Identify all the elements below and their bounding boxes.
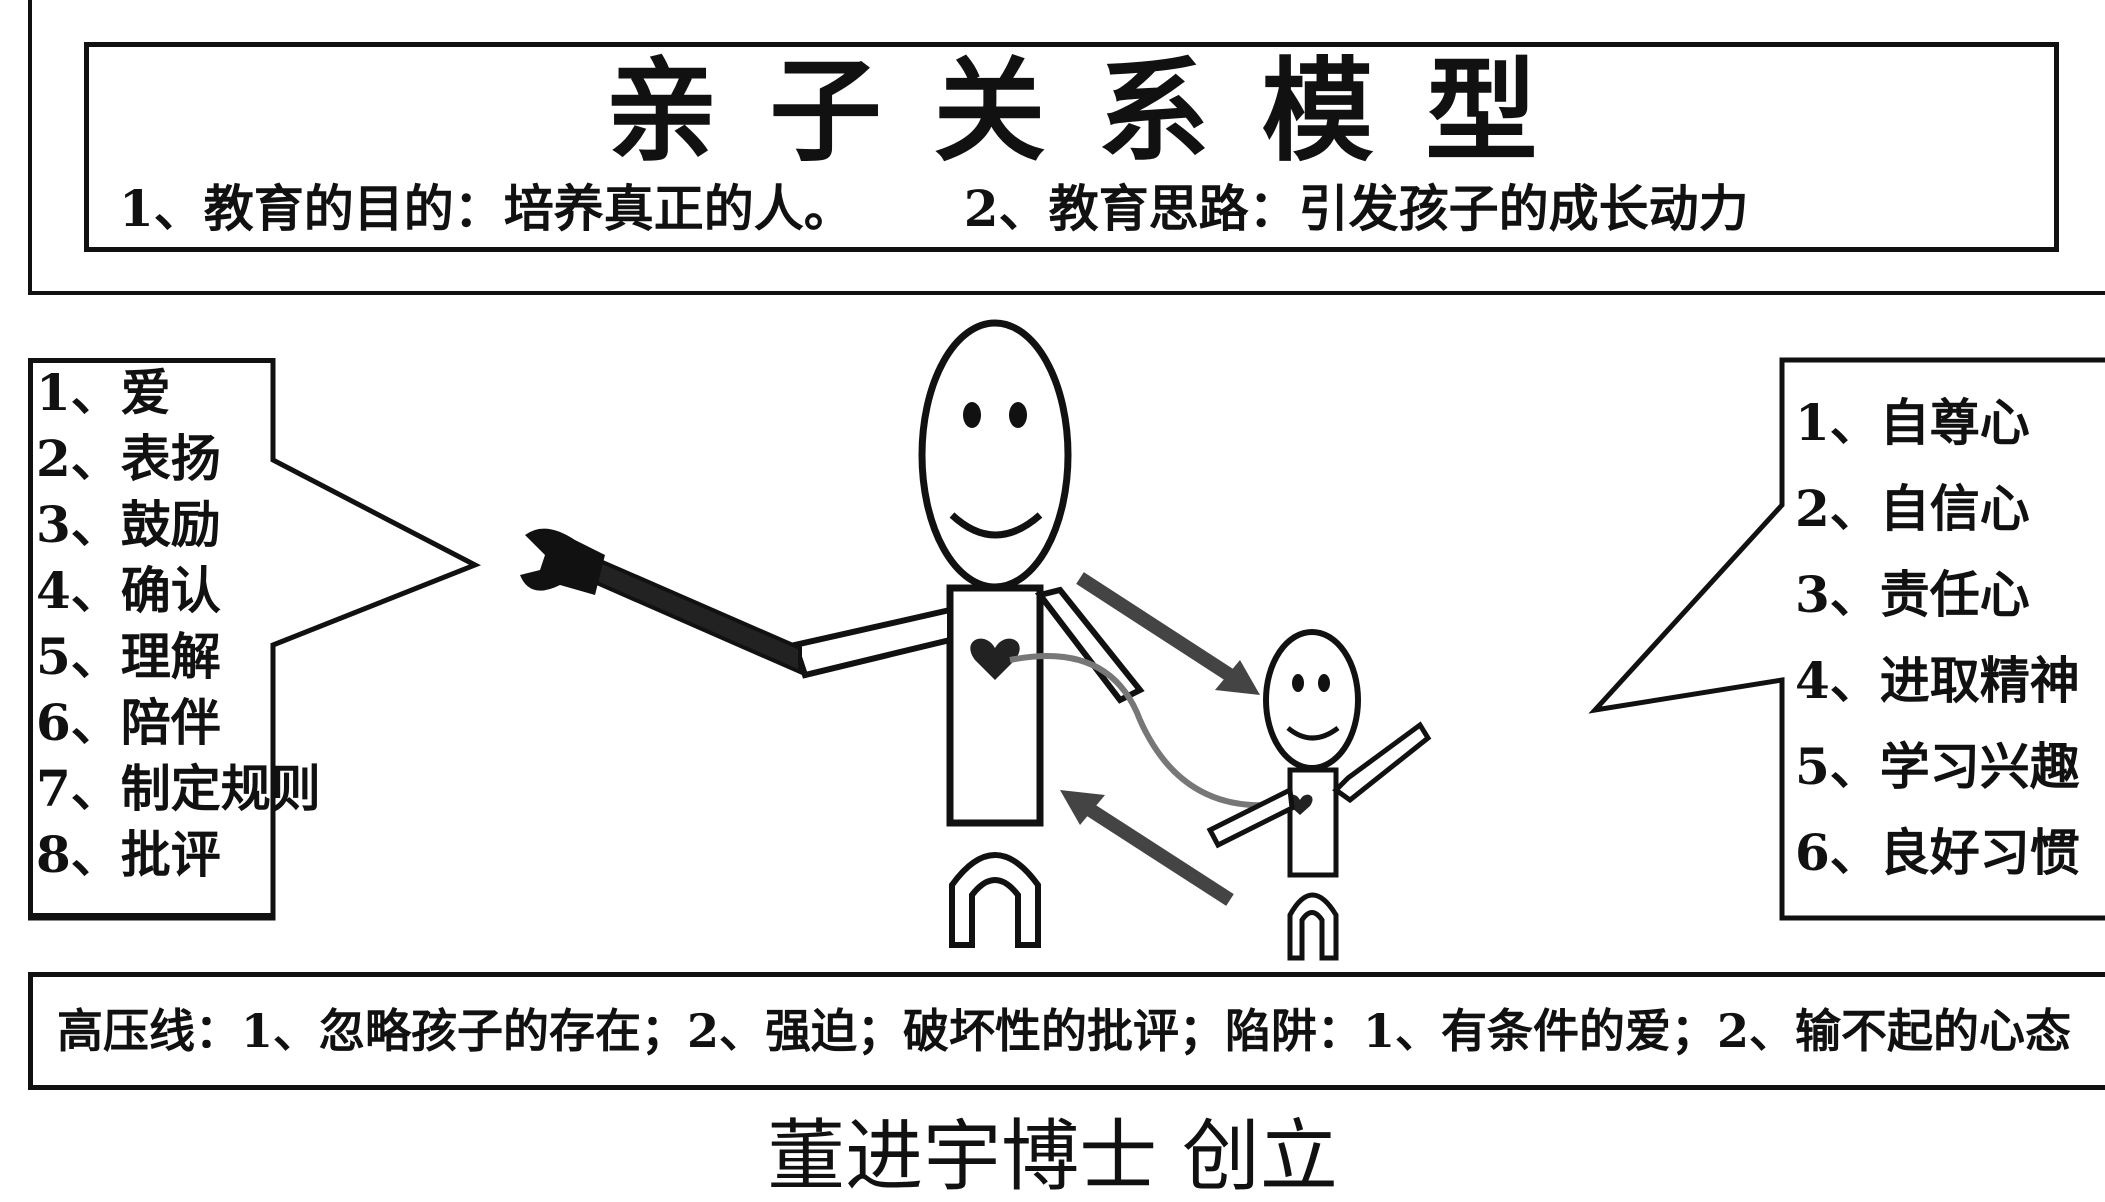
parent-actions-list: 1、爱 2、表扬 3、鼓励 4、确认 5、理解 6、陪伴 7、制定规则 8、批评 [36, 360, 321, 888]
header-frame [28, 0, 2105, 295]
warning-bar: 高压线：1、忽略孩子的存在；2、强迫；破坏性的批评；陷阱：1、有条件的爱；2、输… [28, 972, 2105, 1090]
education-goal: 1、教育的目的：培养真正的人。 [119, 179, 854, 238]
heart-connection-line [1009, 653, 1271, 809]
parent-smile [949, 512, 1043, 539]
parent-legs [949, 852, 1041, 948]
parent-left-arm [791, 606, 953, 679]
child-head [1263, 629, 1361, 771]
parent-eye-right [1009, 402, 1027, 428]
page-title: 亲子关系模型 [605, 46, 1590, 177]
subtitle-row: 1、教育的目的：培养真正的人。 2、教育思路：引发孩子的成长动力 [119, 177, 2049, 241]
arrow-head-to-parent [1060, 790, 1105, 825]
list-item: 7、制定规则 [36, 759, 321, 818]
right-callout-box [1588, 357, 2105, 921]
child-legs [1287, 892, 1339, 961]
heart-icon [970, 638, 1020, 680]
arrow-head-to-child [1215, 660, 1260, 695]
left-callout-pointer [28, 358, 482, 921]
child-body [1287, 767, 1339, 878]
credit-line: 董进宇博士 创立 [767, 1112, 1338, 1202]
education-approach: 2、教育思路：引发孩子的成长动力 [963, 179, 1749, 238]
header-box: 亲子关系模型 1、教育的目的：培养真正的人。 2、教育思路：引发孩子的成长动力 [84, 42, 2059, 252]
arrow-to-child [1076, 572, 1249, 691]
arrow-to-parent [1071, 794, 1234, 906]
list-item: 6、良好习惯 [1795, 823, 2080, 882]
parent-actions-callout [28, 358, 273, 918]
list-item: 2、自信心 [1795, 479, 2030, 538]
list-item: 2、表扬 [36, 429, 221, 488]
child-qualities-list: 1、自尊心 2、自信心 3、责任心 4、进取精神 5、学习兴趣 6、良好习惯 [1795, 380, 2080, 896]
list-item: 8、批评 [36, 825, 221, 884]
parent-eye-left [963, 402, 981, 428]
child-eye-left [1292, 674, 1304, 692]
wrench-handle [587, 557, 802, 676]
wrench-icon [520, 528, 605, 595]
list-item: 1、自尊心 [1795, 393, 2030, 452]
child-lowered-arm [1206, 786, 1295, 849]
child-eye-right [1318, 674, 1330, 692]
parent-body [946, 584, 1044, 827]
list-item: 4、进取精神 [1795, 651, 2080, 710]
list-item: 5、学习兴趣 [1795, 737, 2080, 796]
list-item: 4、确认 [36, 561, 221, 620]
child-heart-icon [1287, 794, 1313, 815]
list-item: 3、鼓励 [36, 495, 221, 554]
list-item: 3、责任心 [1795, 565, 2030, 624]
list-item: 1、爱 [36, 363, 171, 422]
parent-head [918, 319, 1072, 591]
list-item: 5、理解 [36, 627, 221, 686]
child-smile [1286, 725, 1340, 741]
list-item: 6、陪伴 [36, 693, 221, 752]
child-raised-arm [1332, 721, 1432, 804]
